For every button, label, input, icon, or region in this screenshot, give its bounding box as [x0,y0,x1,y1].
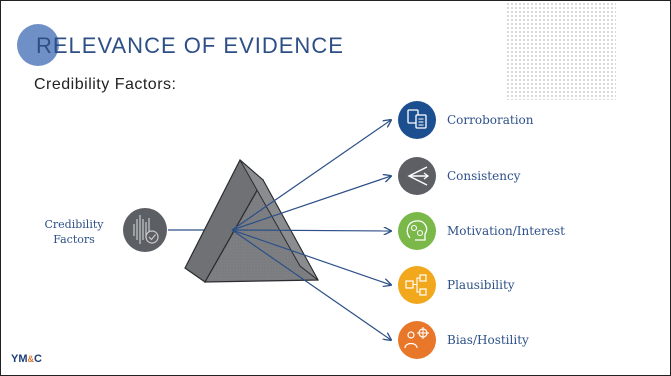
arrow-motivation [231,230,391,231]
factor-motivation: Motivation/Interest [398,212,565,250]
slide-subtitle: Credibility Factors: [34,76,177,93]
factor-label-corroboration: Corroboration [447,113,534,127]
output-arrows [231,120,391,340]
factor-plausibility: Plausibility [398,266,515,304]
brand-logo-amp: & [27,354,35,364]
factor-label-consistency: Consistency [447,169,521,183]
factor-label-plausibility: Plausibility [447,278,515,292]
source-icon-credibility [123,208,167,252]
brain-gears-icon [398,212,436,250]
brand-logo-part2: C [34,353,42,365]
people-conflict-icon [398,321,436,359]
factor-label-bias: Bias/Hostility [447,333,529,347]
brand-logo: YM&C [11,353,42,365]
source-label-line1: Credibility [45,218,105,231]
arrow-plausibility [231,229,391,285]
arrow-consistency [231,176,391,231]
slide-title: RELEVANCE OF EVIDENCE [36,33,344,58]
factor-corroboration: Corroboration [398,101,534,139]
factor-consistency: Consistency [398,157,521,195]
dot-pattern-decoration [506,2,616,100]
brand-logo-part1: YM [11,353,28,365]
source-label-line2: Factors [53,233,95,246]
factor-bias: Bias/Hostility [398,321,529,359]
arrow-bias [231,229,391,340]
arrow-corroboration [231,120,391,231]
title-accent-circle [17,24,59,66]
factor-label-motivation: Motivation/Interest [447,224,565,238]
prism-shape [184,159,320,283]
